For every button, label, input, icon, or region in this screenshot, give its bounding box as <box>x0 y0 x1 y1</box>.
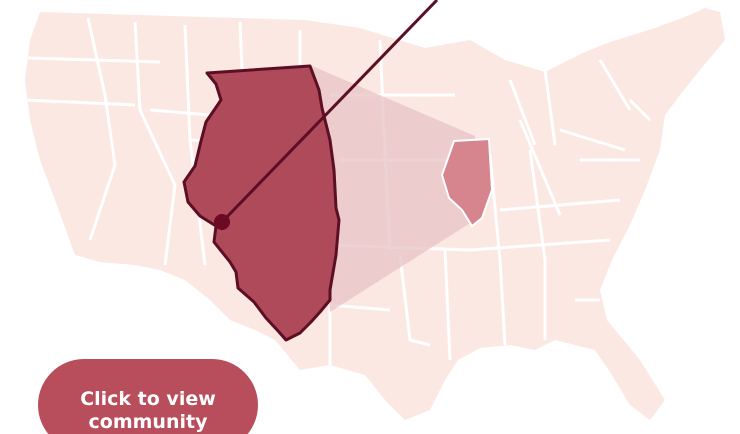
view-community-line2: community <box>88 411 208 433</box>
view-community-button[interactable]: Click to view community <box>38 359 258 434</box>
illinois-icon <box>182 64 341 342</box>
location-pin-icon <box>214 214 230 230</box>
view-community-line1: Click to view <box>80 388 216 410</box>
zoom-beam <box>312 66 475 312</box>
pointer-line <box>220 0 439 224</box>
illinois-small-icon <box>440 137 494 228</box>
